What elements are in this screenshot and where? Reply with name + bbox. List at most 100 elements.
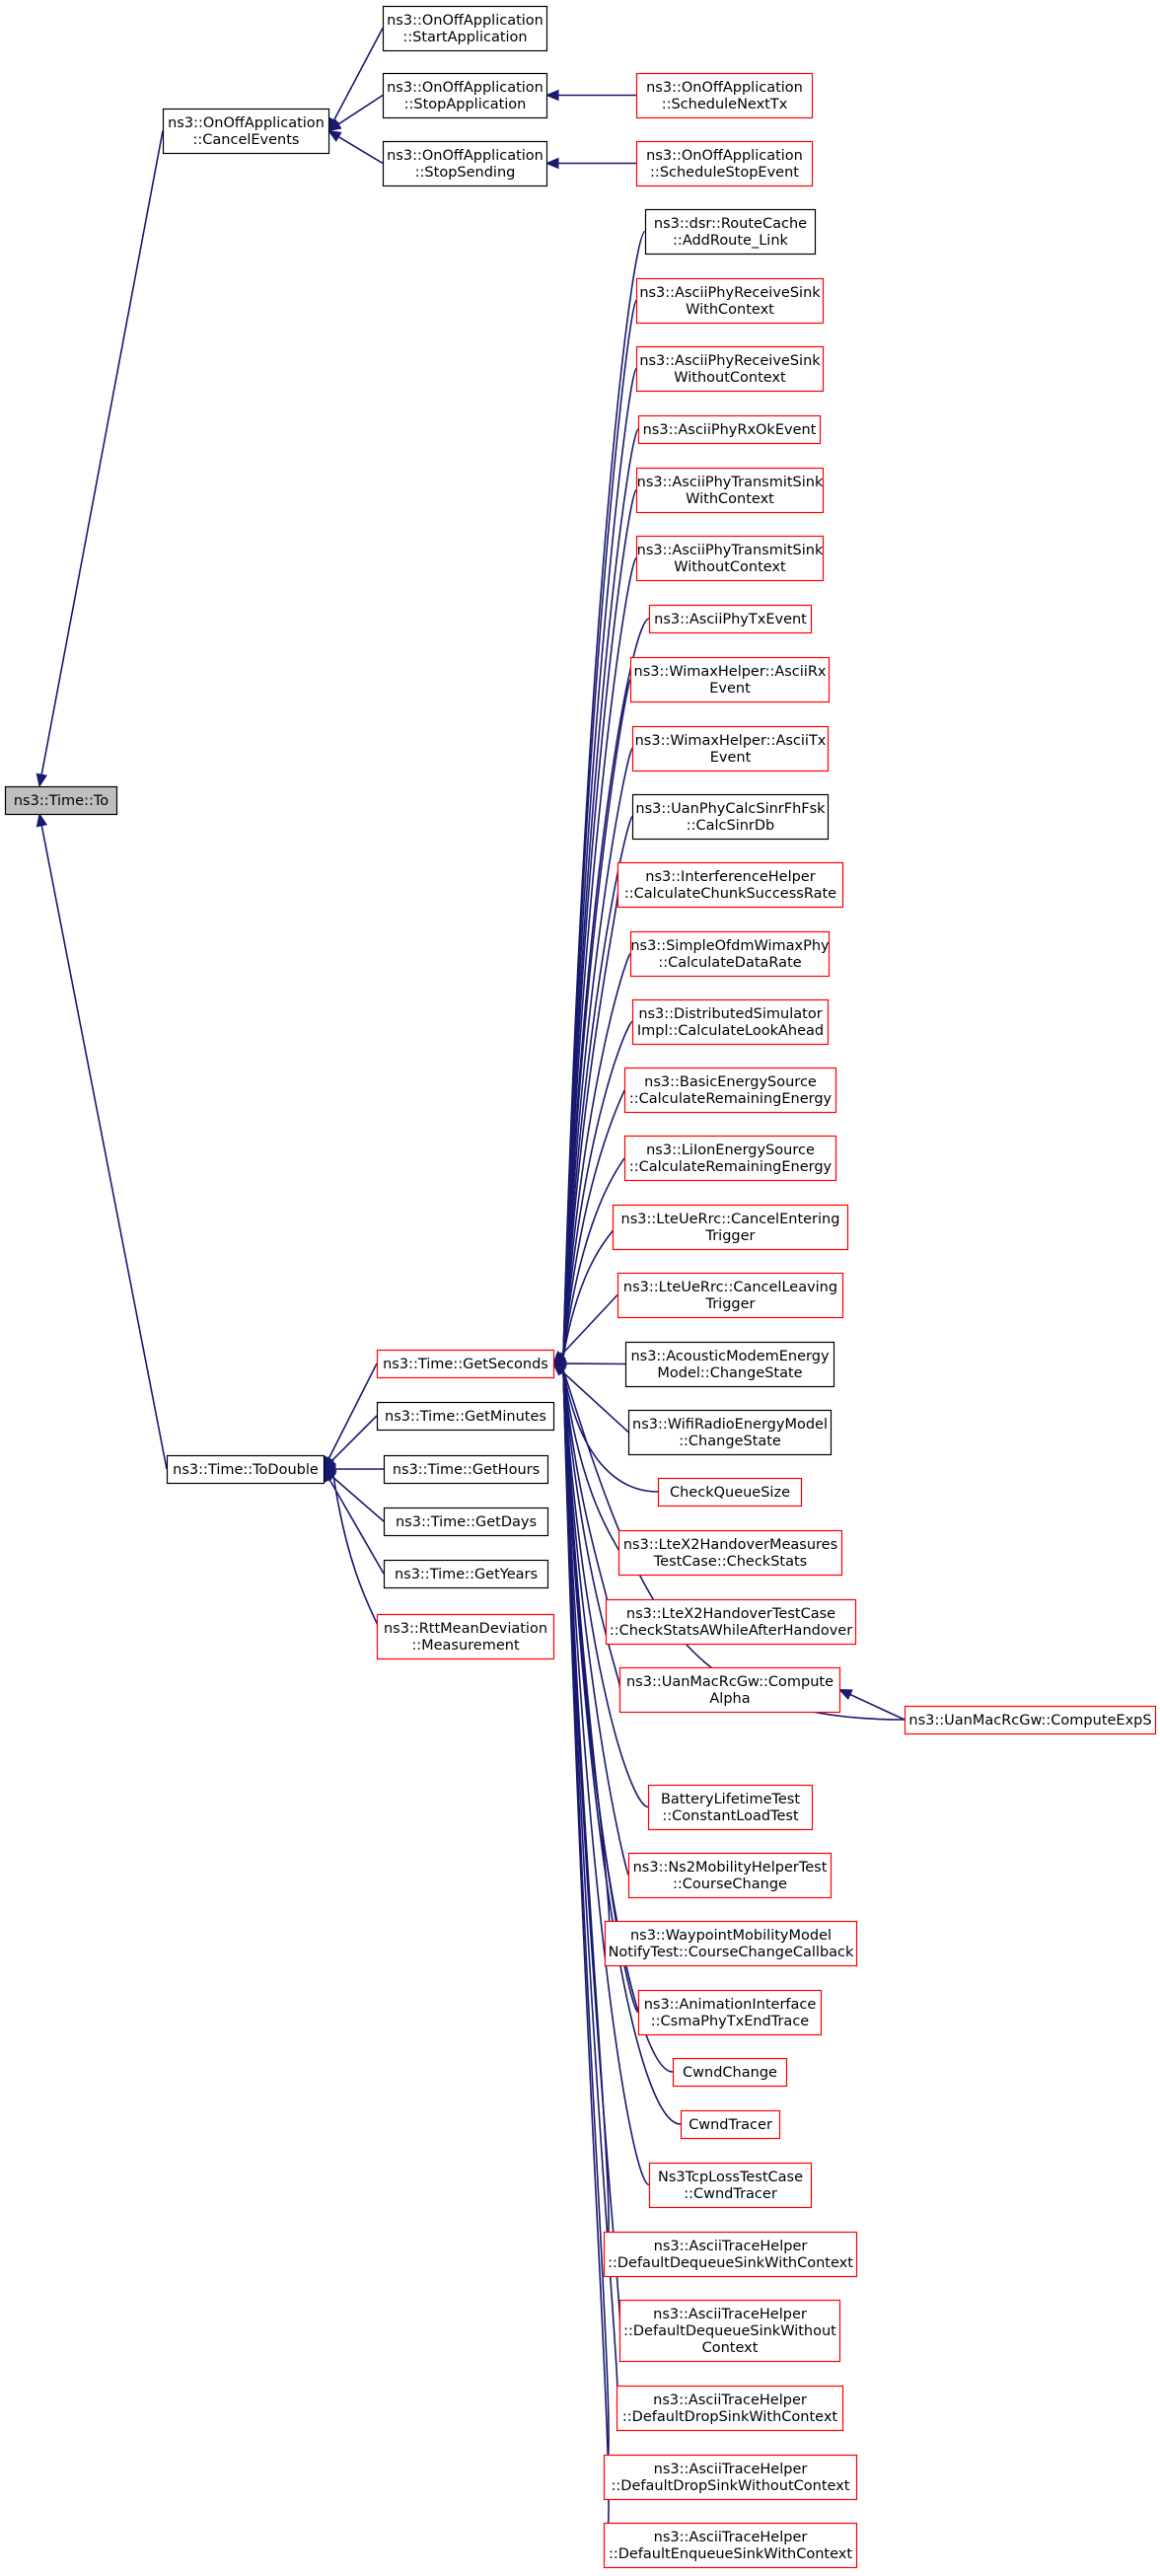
arrow-head-icon	[326, 129, 342, 142]
node-on-off-application-start-application[interactable]: ns3::OnOffApplication::StartApplication	[382, 5, 548, 52]
node-dsr-route-cache-add-route-link[interactable]: ns3::dsr::RouteCache::AddRoute_Link	[644, 208, 817, 256]
node-label: ::CalculateRemainingEnergy	[629, 1091, 833, 1107]
node-box	[637, 1989, 823, 2036]
node-label: ns3::OnOffApplication	[168, 115, 325, 131]
node-label: Trigger	[704, 1228, 755, 1244]
node-box	[616, 861, 844, 909]
node-box	[604, 1920, 858, 1967]
node-time-get-days[interactable]: ns3::Time::GetDays	[383, 1507, 549, 1537]
node-ascii-trace-helper-default-drop-sink-with-context[interactable]: ns3::AsciiTraceHelper::DefaultDropSinkWi…	[616, 2385, 844, 2432]
node-label: ns3::AsciiPhyRxOkEvent	[643, 422, 817, 438]
node-box	[644, 208, 817, 256]
node-distributed-simulator-impl-calculate-look-ahead[interactable]: ns3::DistributedSimulatorImpl::Calculate…	[631, 998, 830, 1046]
node-label: ::Measurement	[411, 1638, 520, 1654]
node-simple-ofdm-wimax-phy-calculate-data-rate[interactable]: ns3::SimpleOfdmWimaxPhy::CalculateDataRa…	[629, 930, 831, 978]
node-time-to: ns3::Time::To	[4, 785, 118, 816]
node-time-get-minutes[interactable]: ns3::Time::GetMinutes	[376, 1401, 555, 1432]
node-label: ns3::Time::GetHours	[393, 1462, 540, 1478]
call-edge	[562, 1088, 625, 1359]
arrow-head-icon	[544, 157, 559, 170]
node-label: ns3::WimaxHelper::AsciiRx	[634, 664, 827, 680]
node-box	[627, 1409, 833, 1456]
node-box	[383, 1559, 549, 1589]
node-wifi-radio-energy-model-change-state[interactable]: ns3::WifiRadioEnergyModel::ChangeState	[627, 1409, 833, 1456]
node-label: ns3::AnimationInterface	[644, 1997, 817, 2013]
node-ascii-phy-tx-event[interactable]: ns3::AsciiPhyTxEvent	[648, 604, 813, 634]
node-ascii-phy-rx-ok-event[interactable]: ns3::AsciiPhyRxOkEvent	[637, 414, 822, 445]
node-label: ns3::Time::GetSeconds	[383, 1357, 548, 1372]
node-box	[635, 467, 825, 514]
node-box	[657, 1477, 803, 1508]
node-time-get-years[interactable]: ns3::Time::GetYears	[383, 1559, 549, 1589]
node-time-to-double[interactable]: ns3::Time::ToDouble	[166, 1454, 326, 1485]
node-uan-mac-rc-gw-compute-exp-s[interactable]: ns3::UanMacRcGw::ComputeExpS	[904, 1705, 1157, 1735]
call-edge	[562, 1368, 650, 2186]
node-on-off-application-schedule-next-tx[interactable]: ns3::OnOffApplication::ScheduleNextTx	[635, 72, 814, 119]
node-box	[635, 345, 825, 393]
node-box	[624, 1341, 835, 1388]
node-box	[631, 998, 830, 1046]
node-acoustic-modem-energy-model-change-state[interactable]: ns3::AcousticModemEnergyModel::ChangeSta…	[624, 1341, 835, 1388]
node-box	[904, 1705, 1157, 1735]
node-box	[603, 2454, 858, 2501]
node-on-off-application-cancel-events[interactable]: ns3::OnOffApplication::CancelEvents	[162, 108, 330, 155]
node-label: WithoutContext	[674, 370, 786, 386]
node-box	[629, 930, 831, 978]
node-ascii-trace-helper-default-drop-sink-without-context[interactable]: ns3::AsciiTraceHelper::DefaultDropSinkWi…	[603, 2454, 858, 2501]
nodes-layer: ns3::Time::To ns3::OnOffApplication::Canc…	[4, 5, 1157, 2569]
node-label: ns3::OnOffApplication	[387, 80, 544, 96]
node-label: ns3::UanMacRcGw::ComputeExpS	[908, 1713, 1151, 1729]
node-box	[647, 1784, 814, 1831]
call-edge	[561, 1370, 629, 1434]
node-label: ns3::AsciiTraceHelper	[653, 2307, 807, 2322]
node-ns3tcp-loss-test-case-cwnd-tracer[interactable]: Ns3TcpLossTestCase::CwndTracer	[648, 2162, 813, 2209]
node-box	[612, 1204, 849, 1251]
node-box	[623, 1067, 837, 1114]
node-label: ns3::RttMeanDeviation	[384, 1621, 547, 1637]
node-ascii-trace-helper-default-enqueue-sink-with-context[interactable]: ns3::AsciiTraceHelper::DefaultEnqueueSin…	[603, 2522, 858, 2569]
node-lte-x2handover-test-case-check-stats-awhile-after-handover[interactable]: ns3::LteX2HandoverTestCase::CheckStatsAW…	[605, 1598, 857, 1646]
node-label: ::DefaultDequeueSinkWithout	[623, 2323, 836, 2339]
node-rtt-mean-deviation-measurement[interactable]: ns3::RttMeanDeviation::Measurement	[376, 1613, 555, 1660]
call-edge	[849, 1693, 906, 1721]
node-interference-helper-calculate-chunk-success-rate[interactable]: ns3::InterferenceHelper::CalculateChunkS…	[616, 861, 844, 909]
node-ns2mobility-helper-test-course-change[interactable]: ns3::Ns2MobilityHelperTest::CourseChange	[627, 1852, 833, 1899]
node-box	[382, 140, 548, 187]
node-on-off-application-stop-application[interactable]: ns3::OnOffApplication::StopApplication	[382, 72, 548, 119]
arrow-head-icon	[36, 773, 47, 788]
node-cwnd-change[interactable]: CwndChange	[672, 2057, 788, 2088]
node-cwnd-tracer[interactable]: CwndTracer	[680, 2109, 781, 2140]
node-lte-x2handover-measures-test-case-check-stats[interactable]: ns3::LteX2HandoverMeasuresTestCase::Chec…	[617, 1529, 843, 1577]
node-label: ns3::InterferenceHelper	[645, 869, 815, 885]
node-on-off-application-stop-sending[interactable]: ns3::OnOffApplication::StopSending	[382, 140, 548, 187]
node-label: ::CalcSinrDb	[687, 818, 775, 834]
node-ascii-trace-helper-default-dequeue-sink-with-context[interactable]: ns3::AsciiTraceHelper::DefaultDequeueSin…	[603, 2231, 858, 2278]
node-label: ns3::dsr::RouteCache	[654, 216, 807, 232]
node-animation-interface-csma-phy-tx-end-trace[interactable]: ns3::AnimationInterface::CsmaPhyTxEndTra…	[637, 1989, 823, 2036]
node-time-get-hours[interactable]: ns3::Time::GetHours	[383, 1454, 549, 1485]
node-ascii-trace-helper-default-dequeue-sink-without-context[interactable]: ns3::AsciiTraceHelper::DefaultDequeueSin…	[618, 2299, 841, 2363]
arrow-head-icon	[326, 118, 342, 132]
node-label: CheckQueueSize	[670, 1485, 790, 1501]
node-uan-phy-calc-sinr-fh-fsk-calc-sinr-db[interactable]: ns3::UanPhyCalcSinrFhFsk::CalcSinrDb	[631, 793, 830, 841]
node-battery-lifetime-test-constant-load-test[interactable]: BatteryLifetimeTest::ConstantLoadTest	[647, 1784, 814, 1831]
node-basic-energy-source-calculate-remaining-energy[interactable]: ns3::BasicEnergySource::CalculateRemaini…	[623, 1067, 837, 1114]
node-li-ion-energy-source-calculate-remaining-energy[interactable]: ns3::LiIonEnergySource::CalculateRemaini…	[623, 1135, 837, 1182]
node-label: ::CsmaPhyTxEndTrace	[651, 2014, 810, 2029]
node-waypoint-mobility-model-notify-test-course-change-callback[interactable]: ns3::WaypointMobilityModelNotifyTest::Co…	[604, 1920, 858, 1967]
call-edge	[562, 678, 631, 1359]
node-check-queue-size[interactable]: CheckQueueSize	[657, 1477, 803, 1508]
node-box	[627, 1852, 833, 1899]
node-time-get-seconds[interactable]: ns3::Time::GetSeconds	[376, 1349, 555, 1379]
node-on-off-application-schedule-stop-event[interactable]: ns3::OnOffApplication::ScheduleStopEvent	[635, 140, 814, 187]
arrow-head-icon	[544, 89, 559, 102]
